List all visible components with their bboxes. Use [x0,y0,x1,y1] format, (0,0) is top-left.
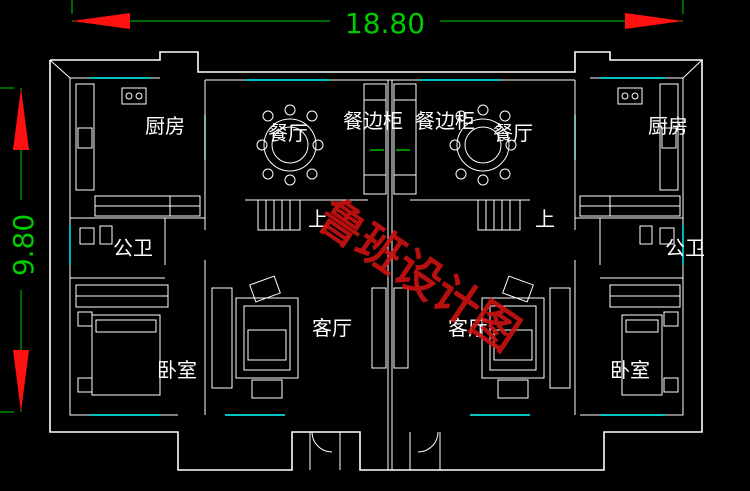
left-living-label: 客厅 [312,316,352,340]
right-stairs [410,199,530,231]
top-arrow [13,88,29,150]
left-stairs [245,199,368,231]
width-dimension: 18.80 [71,0,684,40]
right-dining-table [449,104,517,186]
right-bedroom-bed [609,284,681,396]
right-entry [393,287,441,470]
interior-walls [70,80,683,470]
right-kitchen-fixtures [579,83,681,217]
left-dining-table [256,104,324,186]
right-wc-fixtures [639,225,675,245]
right-sofa-set [481,275,571,399]
room-labels: 厨房 餐厅 餐边柜 上 公卫 卧室 客厅 餐边柜 餐厅 厨房 上 公卫 客厅 卧… [113,109,705,382]
depth-dimension: 9.80 [0,87,40,413]
right-dining-label: 餐厅 [493,121,533,145]
left-stairs-up-label: 上 [308,207,328,231]
left-bedroom-bed [75,284,169,396]
right-stairs-up-label: 上 [535,207,555,231]
left-kitchen-fixtures [75,83,201,217]
right-living-label: 客厅 [448,316,488,340]
left-entry [309,287,387,470]
right-kitchen-label: 厨房 [648,114,688,138]
right-sideboard [393,83,417,195]
left-wc-label: 公卫 [113,236,153,260]
right-wc-label: 公卫 [665,236,705,260]
left-sofa-set [211,275,299,399]
depth-label: 9.80 [7,214,40,276]
left-kitchen-label: 厨房 [145,114,185,138]
width-label: 18.80 [345,7,425,40]
right-bedroom-label: 卧室 [610,358,650,382]
right-arrow [625,13,683,29]
left-dining-label: 餐厅 [268,121,308,145]
left-sideboard [363,83,387,195]
left-sideboard-label: 餐边柜 [343,109,403,133]
left-arrow [72,13,130,29]
left-wc-fixtures [79,225,113,245]
right-sideboard-label: 餐边柜 [415,109,475,133]
left-bedroom-label: 卧室 [157,358,197,382]
bottom-arrow [13,350,29,412]
